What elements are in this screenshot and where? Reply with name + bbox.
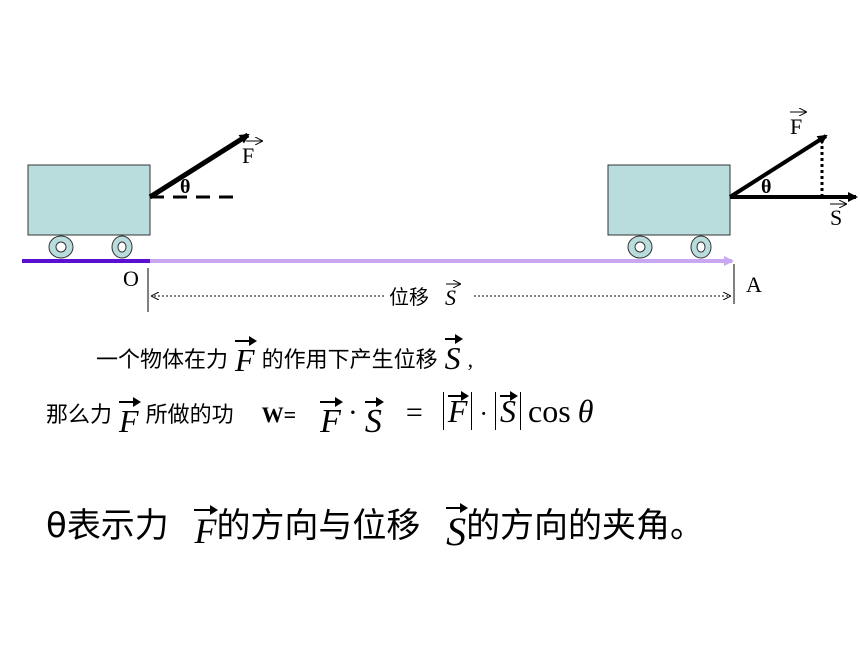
formula-equals: = [405, 396, 423, 429]
line3-part2: 的方向与位移 [216, 506, 421, 546]
definition-line-2: 那么力 F 所做的功 W= F · S = F · S cos θ [46, 391, 594, 440]
line1-middle: 的作用下产生位移 [261, 348, 438, 373]
formula-abs-f: F [442, 391, 473, 430]
formula-abs-s: S [495, 391, 522, 430]
line3-vector-s: S [446, 503, 469, 554]
right-angle-label: θ [761, 176, 771, 198]
origin-label: O [123, 266, 139, 291]
line2-after: 所做的功 [145, 403, 234, 428]
formula-vector-s: S [364, 397, 384, 440]
left-angle-label: θ [180, 176, 190, 198]
left-force-arrow [148, 132, 250, 200]
left-force-label: F [242, 143, 254, 168]
formula-dot: · [347, 396, 358, 429]
line3-part1: 表示力 [66, 506, 169, 546]
right-cart-wheel-1 [627, 235, 653, 259]
displacement-symbol: S [445, 285, 456, 310]
left-cart-body [27, 164, 151, 236]
right-force-arrow [728, 134, 828, 199]
line1-comma: , [467, 347, 474, 372]
right-cart-body [607, 164, 731, 236]
line3-vector-f: F [194, 505, 219, 551]
left-cart-wheel-2 [111, 235, 133, 259]
formula-cos: cos [528, 393, 571, 429]
right-force-label: F [790, 114, 802, 139]
line1-vector-f: F [235, 336, 257, 378]
line2-vector-f: F [119, 397, 141, 439]
line1-before: 一个物体在力 [96, 348, 229, 373]
end-label: A [746, 272, 762, 297]
displacement-caption: 位移 [389, 285, 429, 309]
formula-vector-f: F [320, 397, 343, 440]
line2-before: 那么力 [46, 403, 113, 428]
formula-w: W= [261, 402, 297, 427]
line3-theta: θ [46, 506, 67, 546]
line3-part3: 的方向的夹角。 [466, 506, 705, 546]
left-cart-wheel-1 [48, 235, 74, 259]
line1-vector-s: S [444, 334, 463, 376]
definition-line-1: 一个物体在力 F 的作用下产生位移 S , [96, 334, 474, 378]
angle-explanation: θ表示力 F 的方向与位移 S 的方向的夹角。 [46, 498, 705, 554]
right-disp-label: S [830, 205, 842, 230]
formula-theta: θ [577, 393, 594, 429]
formula-dot-2: · [479, 399, 489, 428]
right-cart-wheel-2 [690, 235, 712, 259]
